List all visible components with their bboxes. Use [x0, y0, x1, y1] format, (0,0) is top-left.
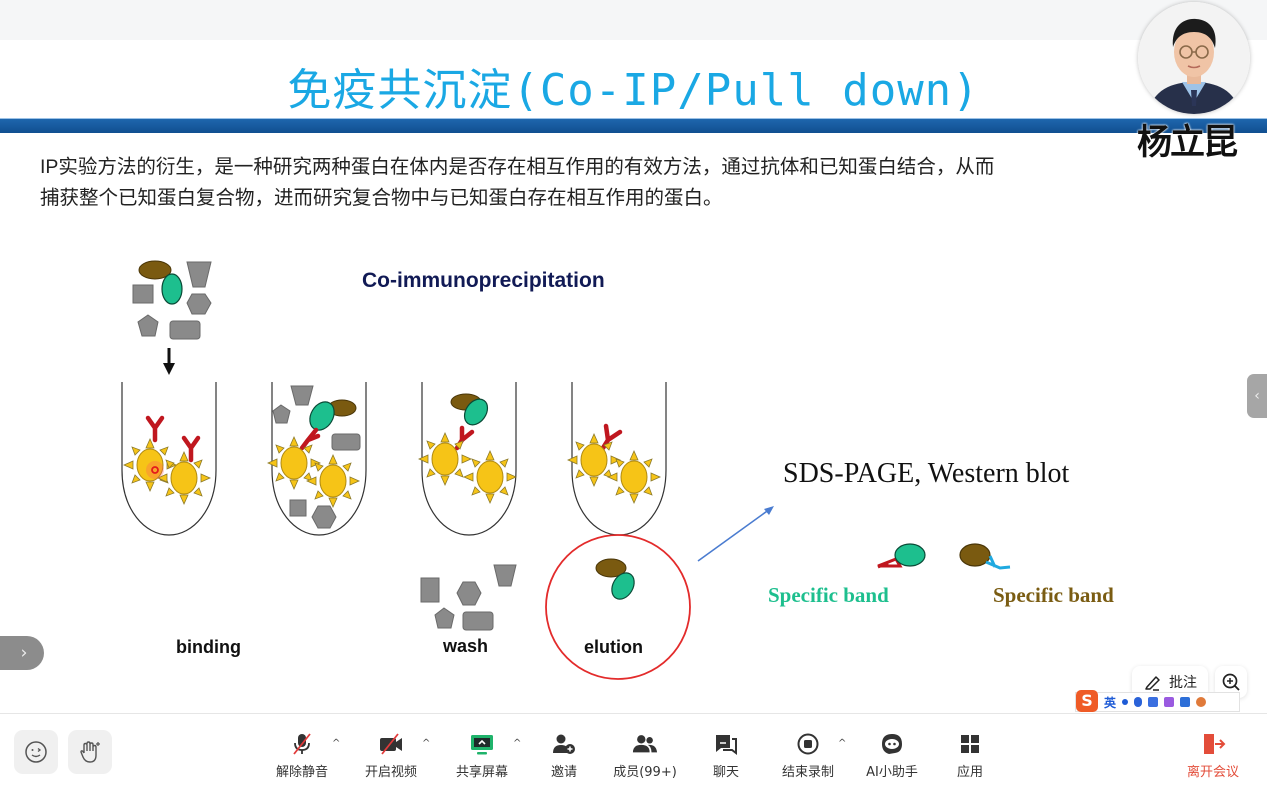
left-panel-toggle[interactable]: ›	[0, 636, 44, 670]
coip-diagram	[121, 260, 1011, 680]
unmute-label: 解除静音	[275, 765, 328, 780]
stop-recording-label: 结束录制	[781, 765, 834, 780]
description-line: IP实验方法的衍生，是一种研究两种蛋白在体内是否存在相互作用的有效方法，通过抗体…	[40, 156, 995, 178]
tube-elution	[567, 382, 667, 536]
ai-assistant-icon	[882, 734, 902, 754]
apps-icon	[961, 735, 979, 753]
person-portrait-icon	[1138, 2, 1250, 114]
camera-off-icon	[380, 733, 402, 755]
members-label: 成员(99+)	[613, 765, 677, 780]
audio-options-caret-icon[interactable]: ^	[332, 738, 341, 749]
slide-title: 免疫共沉淀(Co-IP/Pull down)	[287, 65, 980, 116]
mascot-icon[interactable]	[1196, 697, 1207, 707]
tube-wash	[418, 382, 517, 536]
step-label-binding: binding	[176, 637, 241, 657]
ime-toolbar[interactable]: S 英	[1075, 690, 1240, 712]
stop-recording-button[interactable]: 结束录制	[768, 732, 848, 780]
annotate-label: 批注	[1169, 675, 1197, 691]
description-line: 捕获整个已知蛋白复合物，进而研究复合物中与已知蛋白存在相互作用的蛋白。	[40, 187, 723, 209]
ime-logo-icon: S	[1076, 690, 1098, 712]
right-panel-toggle[interactable]: ‹	[1247, 374, 1267, 418]
tube-incubation	[267, 382, 367, 536]
share-screen-icon	[471, 735, 493, 755]
band-label-bait: Specific band	[768, 583, 889, 607]
washed-proteins	[420, 564, 517, 631]
diagram-heading: Co-immunoprecipitation	[362, 269, 605, 292]
start-video-button[interactable]: 开启视频	[351, 732, 431, 780]
keyboard-icon[interactable]	[1148, 697, 1159, 707]
arrow-to-analysis-icon	[697, 506, 774, 562]
members-button[interactable]: 成员(99+)	[605, 732, 685, 780]
leave-meeting-label: 离开会议	[1186, 765, 1239, 780]
eluted-complex	[545, 534, 691, 680]
leave-icon	[1204, 734, 1226, 754]
invite-button[interactable]: 邀请	[524, 732, 604, 780]
record-stop-icon	[797, 733, 819, 755]
chevron-right-icon: ›	[20, 643, 28, 663]
apps-label: 应用	[956, 765, 983, 780]
band-complex-prey	[959, 543, 1011, 570]
meeting-toolbar: 解除静音 ^ 开启视频 ^ 共享屏幕 ^	[0, 713, 1267, 790]
slide-description: IP实验方法的衍生，是一种研究两种蛋白在体内是否存在相互作用的有效方法，通过抗体…	[40, 152, 1220, 214]
video-options-caret-icon[interactable]: ^	[422, 738, 431, 749]
lysate-mixture	[132, 260, 212, 340]
shared-slide: 免疫共沉淀(Co-IP/Pull down) IP实验方法的衍生，是一种研究两种…	[0, 40, 1267, 713]
chevron-left-icon: ‹	[1254, 388, 1260, 404]
step-label-wash: wash	[443, 636, 489, 656]
band-label-prey: Specific band	[993, 583, 1114, 607]
zoom-in-icon	[1222, 673, 1240, 691]
skin-icon[interactable]	[1164, 697, 1175, 707]
hand-icon	[80, 741, 100, 763]
leave-meeting-button[interactable]: 离开会议	[1173, 732, 1253, 780]
mic-muted-icon	[293, 733, 311, 755]
tube-binding	[121, 382, 217, 536]
punctuation-icon[interactable]	[1122, 699, 1129, 705]
voice-icon[interactable]	[1134, 697, 1143, 707]
members-icon	[632, 735, 658, 753]
start-video-label: 开启视频	[364, 765, 417, 780]
analysis-label: SDS-PAGE, Western blot	[783, 458, 1070, 489]
band-complex-bait	[877, 543, 926, 569]
toolbox-icon[interactable]	[1180, 697, 1191, 707]
ime-mode[interactable]: 英	[1104, 695, 1117, 710]
share-screen-button[interactable]: 共享屏幕	[442, 732, 522, 780]
presenter-name: 杨立昆	[1137, 123, 1238, 163]
share-screen-label: 共享屏幕	[455, 765, 508, 780]
invite-label: 邀请	[550, 765, 577, 780]
raise-hand-button[interactable]	[68, 730, 112, 774]
chat-button[interactable]: 聊天	[686, 732, 766, 780]
top-bar	[0, 0, 1267, 40]
step-label-elution: elution	[584, 637, 643, 657]
apps-button[interactable]: 应用	[930, 732, 1010, 780]
ai-assistant-button[interactable]: AI小助手	[852, 732, 932, 780]
share-options-caret-icon[interactable]: ^	[513, 738, 522, 749]
recording-options-caret-icon[interactable]: ^	[838, 738, 847, 749]
ai-assistant-label: AI小助手	[866, 765, 918, 780]
emoji-reaction-button[interactable]	[14, 730, 58, 774]
title-divider-bar	[0, 118, 1267, 133]
emoji-icon	[25, 741, 47, 763]
invite-icon	[553, 734, 575, 754]
chat-icon	[716, 735, 737, 755]
chat-label: 聊天	[712, 765, 739, 780]
presenter-avatar[interactable]	[1138, 2, 1250, 114]
down-arrow-icon	[163, 348, 175, 375]
unmute-button[interactable]: 解除静音	[262, 732, 342, 780]
pen-icon	[1145, 676, 1160, 691]
